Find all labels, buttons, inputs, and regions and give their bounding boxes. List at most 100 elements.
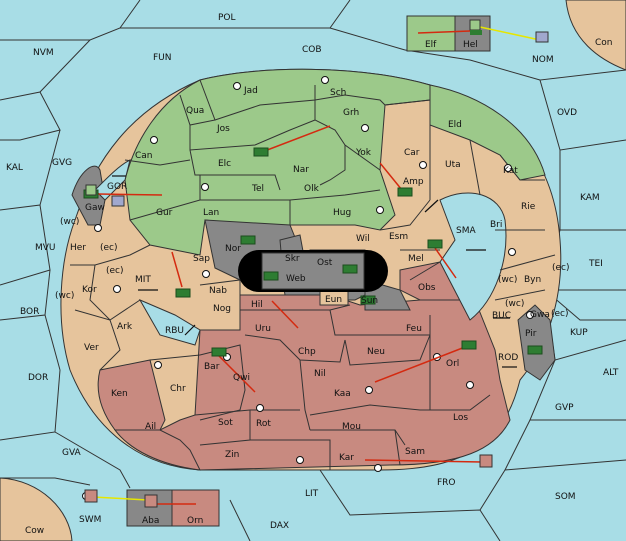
unit-ship[interactable] <box>535 31 549 43</box>
unit-tank[interactable] <box>263 271 279 281</box>
label-pir: Pir <box>525 329 537 339</box>
unit-tank[interactable] <box>342 264 358 274</box>
province-elf[interactable] <box>406 15 456 52</box>
label-her-ec: (ec) <box>100 243 118 253</box>
label-elc: Elc <box>218 159 231 169</box>
unit-ship[interactable] <box>479 454 493 468</box>
label-sam: Sam <box>405 447 425 457</box>
supply-center <box>154 361 162 369</box>
supply-center <box>376 206 384 214</box>
label-ark: Ark <box>117 322 133 332</box>
unit-ship[interactable] <box>111 195 125 207</box>
sea-label-cow: Cow <box>25 526 44 536</box>
label-rot: Rot <box>256 419 271 429</box>
label-gaw: Gaw <box>85 203 105 213</box>
sea-label-rbu: RBU <box>165 326 184 336</box>
province-ken[interactable] <box>97 359 166 431</box>
supply-center <box>233 82 241 90</box>
province-labels: Jad Sch Qua Jos Grh Eld Can Elc Nar Yok … <box>55 40 570 526</box>
label-gwa-ec: (ec) <box>551 309 569 319</box>
sea-label-gva: GVA <box>62 448 82 458</box>
supply-center <box>361 124 369 132</box>
unit-tank[interactable] <box>527 345 543 355</box>
unit-tank[interactable] <box>211 347 227 357</box>
supply-center <box>374 464 382 472</box>
label-rie: Rie <box>521 202 536 212</box>
supply-center <box>150 136 158 144</box>
label-sap: Sap <box>193 254 210 264</box>
sea-label-som: SOM <box>555 492 576 502</box>
label-mel: Mel <box>408 254 424 264</box>
order-arrow <box>171 251 183 288</box>
supply-center <box>113 285 121 293</box>
label-grh: Grh <box>343 108 359 118</box>
units <box>83 19 549 508</box>
label-kaa: Kaa <box>334 389 351 399</box>
label-chp: Chp <box>298 347 316 357</box>
sea-label-con: Con <box>595 38 613 48</box>
label-feu: Feu <box>406 324 422 334</box>
unit-tank[interactable] <box>461 340 477 350</box>
supply-center <box>419 161 427 169</box>
label-byn-ec: (ec) <box>552 263 570 273</box>
sea-label-ovd: OVD <box>557 108 577 118</box>
label-uru: Uru <box>255 324 271 334</box>
label-kar: Kar <box>339 453 354 463</box>
unit-ship[interactable] <box>144 494 158 508</box>
sea-label-gor: GOR <box>107 182 127 192</box>
supply-center <box>256 404 264 412</box>
label-nog: Nog <box>213 304 231 314</box>
label-yok: Yok <box>355 148 372 158</box>
label-gwa: Gwa <box>530 310 550 320</box>
label-ken: Ken <box>111 389 128 399</box>
province-ail[interactable] <box>113 429 201 471</box>
sea-label-alt: ALT <box>603 368 619 378</box>
sea-label-rod: ROD <box>498 353 518 363</box>
sea-labels: POL NVM FUN COB Con NOM OVD KAL GVG MVU … <box>6 13 619 536</box>
sea-label-nom: NOM <box>532 55 554 65</box>
label-web: Web <box>286 274 306 284</box>
unit-tank[interactable] <box>397 187 413 197</box>
label-gwa-wc: (wc) <box>505 299 524 309</box>
province-eld-kat[interactable] <box>429 84 546 181</box>
sea-gor-channel <box>94 159 131 201</box>
label-orl: Orl <box>446 359 459 369</box>
label-wil: Wil <box>356 234 370 244</box>
sea-label-kup: KUP <box>570 328 588 338</box>
support-lines <box>92 26 541 501</box>
sea-label-mit: MIT <box>135 275 151 285</box>
supply-center <box>201 183 209 191</box>
label-nab: Nab <box>209 286 227 296</box>
label-lan: Lan <box>203 208 219 218</box>
label-amp: Amp <box>403 177 424 187</box>
label-her-wc: (wc) <box>60 217 79 227</box>
unit-ship[interactable] <box>84 489 98 503</box>
supply-center <box>526 311 534 319</box>
label-olk: Olk <box>304 184 320 194</box>
label-eld: Eld <box>448 120 462 130</box>
unit-tank[interactable] <box>253 147 269 157</box>
unit-tank[interactable] <box>360 295 376 305</box>
supply-center <box>202 270 210 278</box>
supply-center <box>365 386 373 394</box>
unit-tank[interactable] <box>175 288 191 298</box>
province-pir[interactable] <box>517 304 556 381</box>
unit-ship[interactable] <box>85 184 97 196</box>
label-qwi: Qwi <box>233 373 250 383</box>
supply-center <box>296 456 304 464</box>
label-gur: Gur <box>156 208 173 218</box>
order-arrow <box>379 162 403 191</box>
unit-tank[interactable] <box>427 239 443 249</box>
supply-center <box>508 248 516 256</box>
order-arrow <box>214 351 256 393</box>
label-sot: Sot <box>218 418 233 428</box>
province-borders <box>70 79 556 470</box>
label-can: Can <box>135 151 153 161</box>
sea-sma-channel <box>439 192 507 321</box>
label-ver: Ver <box>84 343 99 353</box>
province-orn[interactable] <box>171 489 220 527</box>
unit-tank[interactable] <box>240 235 256 245</box>
unit-ship[interactable] <box>469 19 482 35</box>
